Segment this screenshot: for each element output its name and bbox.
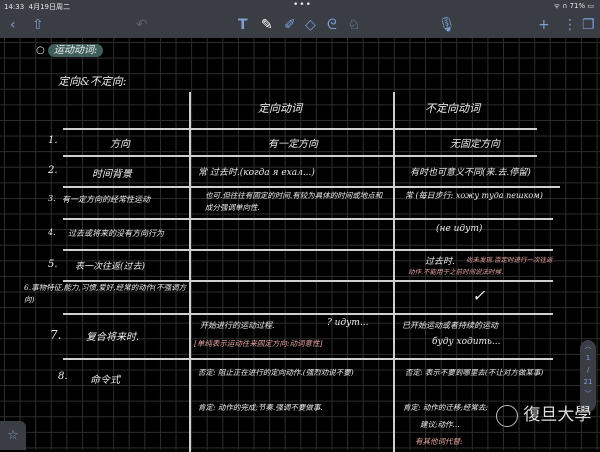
row-line: [63, 186, 560, 188]
row-label: 有一定方向的经常性运动: [62, 195, 150, 204]
indefinite-note: 尚未发现.否定时进行一次往返动作.不能用于之前时间说法时候.: [408, 256, 553, 276]
status-bar: 14:33 4月19日周二 ••• ᯤ ∩ 71% ▭: [0, 0, 600, 13]
row-number: 5.: [48, 259, 58, 270]
row-line: [63, 358, 553, 360]
table-divider: [189, 92, 191, 452]
lasso-icon[interactable]: ᘓ: [327, 17, 337, 33]
row-label: 命令式: [90, 375, 120, 386]
page-navigator[interactable]: ︿ 1 / 21 ﹀: [580, 340, 596, 412]
indefinite-cell: 已开始运动或者持续的运动: [402, 321, 498, 330]
favorite-star-icon[interactable]: ☆: [0, 421, 26, 450]
notebook-page[interactable]: ○ 运动动词: 定向&不定向: 定向动词 不定向动词 1. 方向 有一定方向 无…: [0, 38, 600, 452]
check-mark: ✓: [472, 286, 486, 305]
definite-cell: 否定: 阻止正在进行的定向动作.(强烈劝说不要): [198, 368, 354, 377]
indefinite-note: 有其他词代替:: [415, 437, 463, 446]
microphone-icon[interactable]: 🎙︎: [438, 17, 456, 33]
row-label: 表一次往返(过去): [75, 262, 146, 272]
row-line: [63, 249, 553, 251]
col-header-definite: 定向动词: [258, 102, 302, 115]
current-page: 1: [585, 354, 591, 362]
highlighter-icon[interactable]: ✐: [284, 17, 296, 33]
definite-cell: 肯定: 动作的完成;节奏.强调不要做事.: [198, 403, 323, 412]
definite-cell: 也可.但往往有固定的时间.有较为具体的时间或地点和成分强调单向性.: [205, 191, 383, 212]
row-line: [63, 128, 537, 130]
page-down-icon[interactable]: ﹀: [584, 390, 592, 398]
section-heading: 运动动词:: [47, 44, 104, 57]
multitask-dots[interactable]: •••: [293, 0, 312, 10]
row-label: 6.事物特征,能力,习惯,爱好,经常的动作(不强调方向): [24, 283, 187, 304]
definite-cell: 常 过去时.(когда я ехал...): [198, 168, 315, 178]
row-line: [63, 218, 553, 220]
undo-icon[interactable]: ↶: [136, 17, 148, 33]
add-page-icon[interactable]: +: [538, 17, 550, 33]
date: 4月19日周二: [28, 3, 71, 11]
indefinite-cell: 肯定: 动作的迁移;经常去;: [403, 403, 488, 412]
row-number: 2.: [48, 165, 58, 176]
row-number: 4.: [48, 228, 56, 237]
row-line: [63, 313, 553, 315]
row-label: 方向: [110, 139, 130, 150]
pen-icon[interactable]: ✎: [261, 17, 273, 33]
definite-cell: 有一定方向: [268, 139, 318, 150]
indefinite-cell: 无固定方向: [450, 139, 500, 150]
back-icon[interactable]: ‹: [10, 17, 16, 33]
university-seal-icon: [496, 404, 518, 427]
row-label: 复合将来时.: [86, 332, 140, 343]
text-tool-icon[interactable]: T: [238, 17, 248, 33]
total-pages: 21: [583, 378, 593, 386]
university-watermark: 復旦大學: [496, 400, 600, 450]
row-number: 3.: [48, 194, 56, 203]
table-divider: [393, 92, 395, 452]
indefinite-cell: 否定: 表示不要到哪里去(不让对方做某事): [405, 368, 544, 377]
eraser-icon[interactable]: ◇: [305, 17, 316, 33]
row-number: 7.: [50, 328, 62, 342]
indefinite-cell: 建议;动作...: [420, 420, 460, 429]
indefinite-cell: буду ходить...: [432, 337, 501, 347]
toolbar: ‹ ⇧ ↶ T ✎ ✐ ◇ ᘓ ♘ 🎙︎ + ⋮ ❐: [0, 13, 600, 38]
pages-icon[interactable]: ❐: [582, 17, 595, 33]
indefinite-cell: (не идут): [436, 224, 483, 234]
definite-question: ? идут...: [327, 318, 369, 328]
indefinite-cell: 有时也可意义不同(来.去.停留): [410, 168, 531, 178]
indefinite-cell: 常 (每日步行: хожу туда пешком): [405, 191, 543, 200]
page-up-icon[interactable]: ︿: [584, 342, 592, 350]
more-icon[interactable]: ⋮: [563, 17, 577, 33]
indefinite-cell: 过去时.: [425, 257, 455, 267]
row-number: 8.: [58, 371, 68, 382]
row-line: [63, 155, 537, 157]
shapes-icon[interactable]: ♘: [348, 17, 361, 33]
col-header-indefinite: 不定向动词: [425, 102, 480, 115]
definite-note: [单纯表示运动往来固定方向:动词意性]: [194, 339, 323, 348]
row-label: 时间背景: [92, 169, 132, 180]
share-icon[interactable]: ⇧: [32, 17, 44, 33]
subheading: 定向&不定向:: [58, 75, 127, 88]
row-line: [63, 280, 553, 282]
time: 14:33: [4, 3, 25, 11]
row-label: 过去或将来的没有方向行为: [68, 229, 164, 238]
row-number: 1.: [48, 135, 58, 146]
battery-level: 71%: [569, 2, 586, 10]
definite-cell: 开始进行的运动过程.: [200, 321, 275, 330]
